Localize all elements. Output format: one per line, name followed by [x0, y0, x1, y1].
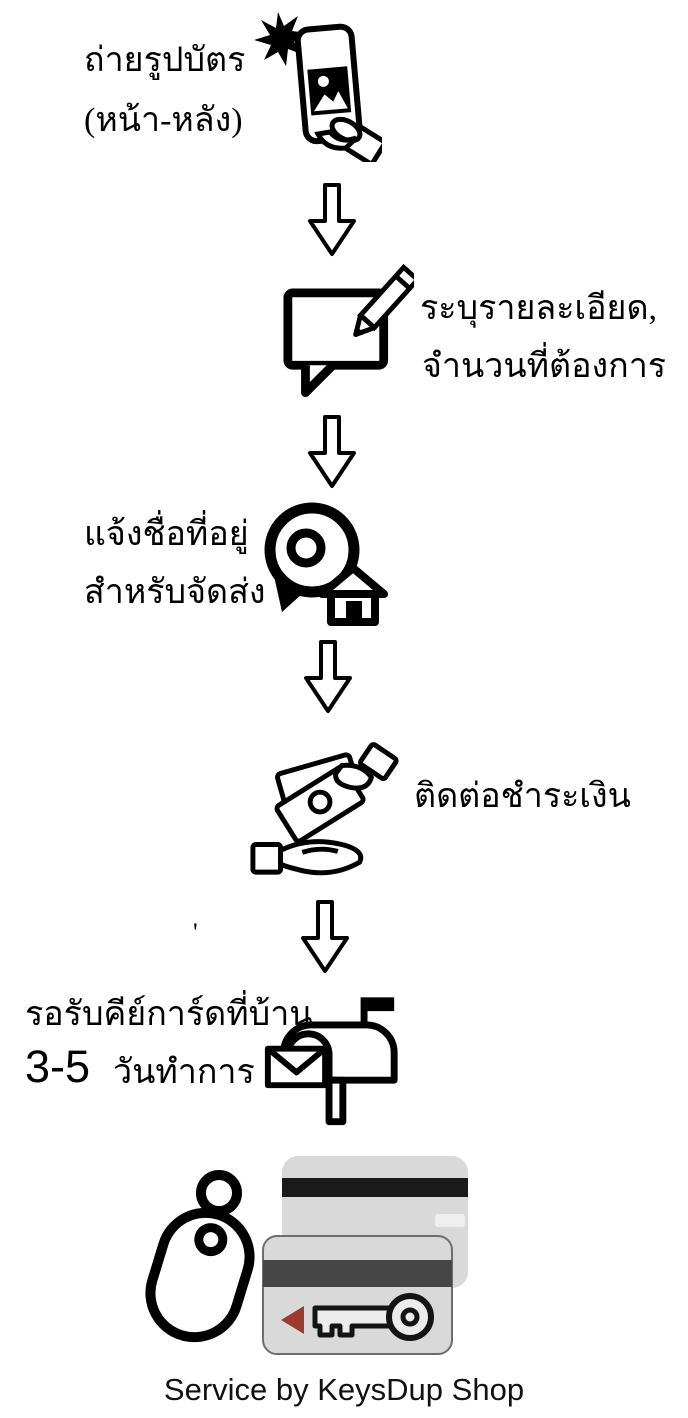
mailbox-flag-pole	[360, 997, 368, 1027]
pencil	[353, 263, 414, 338]
step5-days-text: วันทำการ	[113, 1054, 255, 1091]
down-arrow-icon	[302, 640, 354, 714]
key-fob	[145, 1170, 255, 1343]
down-arrow-icon	[306, 415, 358, 489]
step5-text-line1: รอรับคีย์การ์ดที่บ้าน	[25, 996, 313, 1033]
step1-text-line2: (หน้า-หลัง)	[84, 102, 243, 139]
step1-text-line1: ถ่ายรูปบัตร	[84, 42, 246, 79]
receiving-hand	[250, 839, 364, 876]
location-pin-home-icon	[252, 498, 392, 630]
holding-hand	[314, 116, 382, 162]
phone-camera-flash-icon	[252, 10, 382, 162]
pin-tail	[274, 576, 302, 612]
red-triangle-marker	[281, 1306, 304, 1334]
camera-flash-burst	[254, 12, 308, 66]
step3-text-line2: สำหรับจัดส่ง	[84, 574, 266, 611]
house	[318, 564, 388, 626]
footer-text: Service by KeysDup Shop	[163, 1372, 525, 1407]
step2-text-line1: ระบุรายละเอียด,	[420, 290, 658, 327]
speech-bubble	[283, 288, 389, 398]
mailbox-letter-icon	[258, 993, 406, 1127]
step3-text-line1: แจ้งชื่อที่อยู่	[84, 516, 249, 553]
fob-ring	[196, 1170, 242, 1216]
step4-text-line1: ติดต่อชำระเงิน	[414, 778, 631, 815]
giving-hand	[333, 742, 399, 791]
front-keycard	[262, 1235, 453, 1355]
mailbox-flag	[367, 997, 395, 1012]
key-glyph	[312, 1293, 434, 1341]
chat-pencil-icon	[282, 262, 414, 404]
money-exchange-hands-icon	[250, 726, 400, 884]
keyfob-and-keycard-illustration	[105, 1138, 480, 1366]
stray-tick-mark: '	[193, 918, 198, 947]
envelope	[264, 1045, 329, 1089]
pin-hole	[286, 528, 326, 568]
smartphone	[294, 23, 363, 145]
step5-days-number: 3-5	[25, 1041, 91, 1092]
step2-text-line2: จำนวนที่ต้องการ	[422, 348, 667, 385]
down-arrow-icon	[299, 900, 351, 974]
down-arrow-icon	[306, 183, 358, 257]
